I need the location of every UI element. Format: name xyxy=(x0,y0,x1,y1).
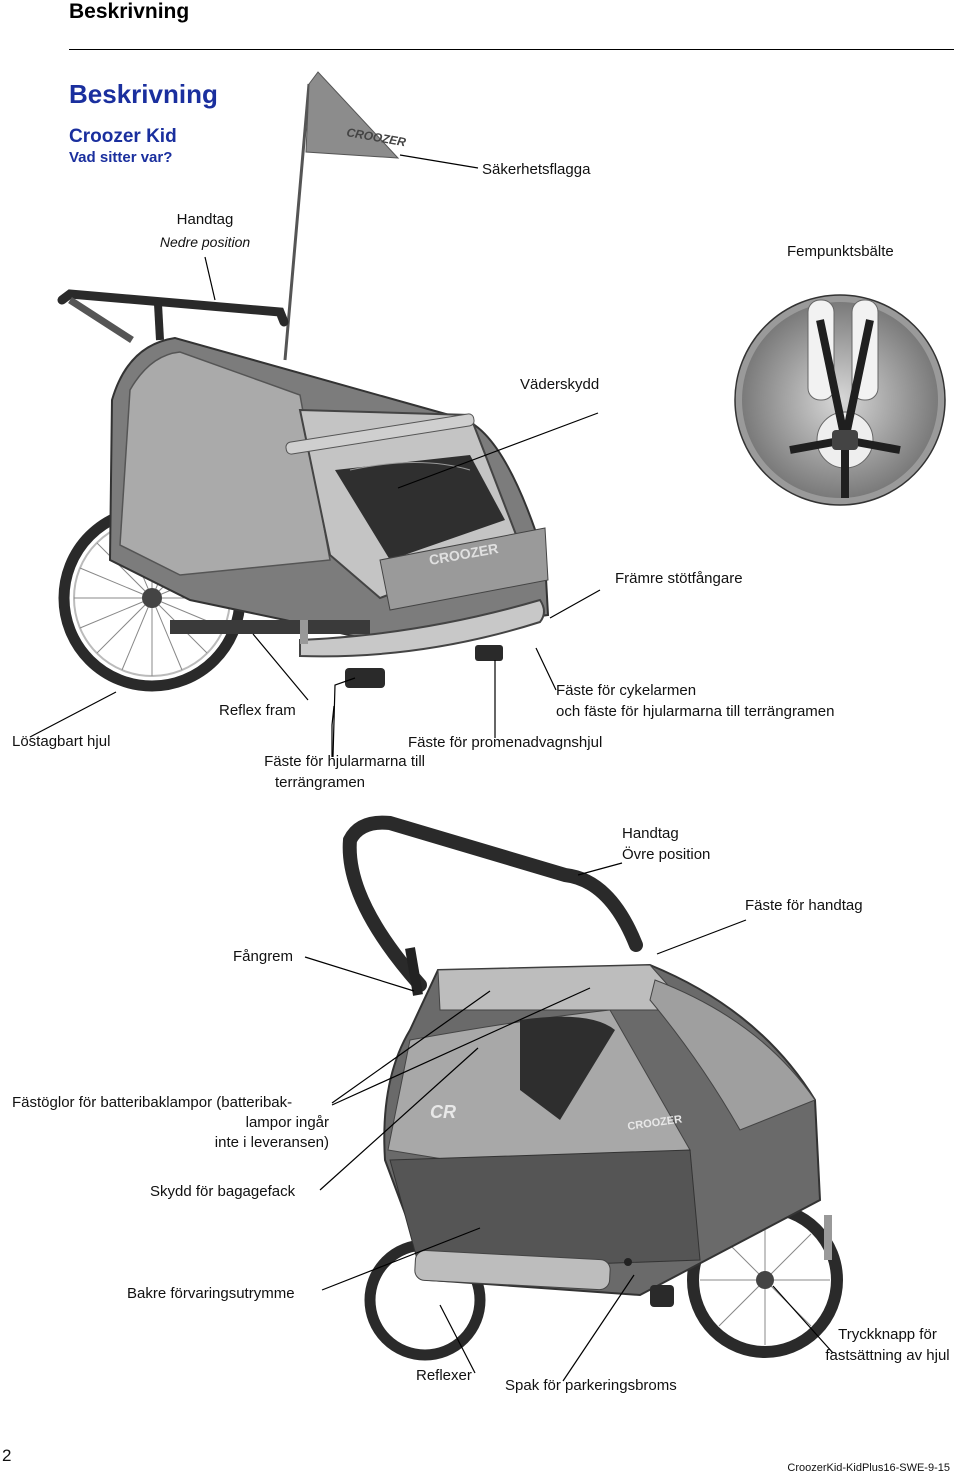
label-handle-lower-position: Nedre position xyxy=(159,234,251,250)
label-front-reflector: Reflex fram xyxy=(219,702,296,719)
leader-lines xyxy=(29,154,834,1382)
header-rule xyxy=(69,49,954,50)
label-terrain-frame-mount: Fäste för hjularmarna till xyxy=(264,753,425,770)
label-bike-arm-mount: Fäste för cykelarmen xyxy=(556,682,697,699)
rear-trailer-image: CR CROOZER xyxy=(342,815,843,1361)
label-safety-flag: Säkerhetsflagga xyxy=(482,161,591,178)
label-reflectors: Reflexer xyxy=(416,1367,472,1384)
label-detachable-wheel: Löstagbart hjul xyxy=(12,733,111,750)
label-bike-arm-mount-2: och fäste för hjularmarna till terrängra… xyxy=(556,703,835,720)
front-bumper xyxy=(299,598,545,658)
section-question: Vad sitter var? xyxy=(69,149,173,166)
label-wheel-button-2: fastsättning av hjul xyxy=(825,1347,950,1364)
label-light-eyelets: Fästöglor för batteribaklampor (batterib… xyxy=(12,1094,293,1111)
label-terrain-frame-mount-2: terrängramen xyxy=(274,774,366,791)
handle-bar xyxy=(57,289,289,327)
label-handle-lower: Handtag xyxy=(176,211,234,228)
label-luggage-cover: Skydd för bagagefack xyxy=(150,1183,296,1200)
product-subtitle: Croozer Kid xyxy=(69,126,177,147)
safety-flag-icon xyxy=(305,71,400,159)
rear-logo-short: CR xyxy=(430,1102,456,1122)
label-handle-upper: Handtag xyxy=(622,825,679,842)
label-handle-mount: Fäste för handtag xyxy=(745,897,863,914)
label-handle-upper-position: Övre position xyxy=(622,846,711,863)
label-wheel-button: Tryckknapp för xyxy=(838,1326,937,1343)
label-safety-strap: Fångrem xyxy=(233,948,294,965)
page-number: 2 xyxy=(2,1446,12,1465)
label-weather-cover: Väderskydd xyxy=(520,376,600,393)
label-rear-storage: Bakre förvaringsutrymme xyxy=(127,1285,295,1302)
label-light-eyelets-3: inte i leveransen) xyxy=(214,1134,329,1151)
front-reflector xyxy=(300,620,308,644)
label-front-bumper: Främre stötfångare xyxy=(615,570,743,587)
label-parking-brake: Spak för parkeringsbroms xyxy=(505,1377,677,1394)
rear-bumper xyxy=(414,1249,611,1291)
front-trailer-image: CROOZER CROOZER xyxy=(57,71,550,692)
label-light-eyelets-2: lampor ingår xyxy=(245,1114,329,1131)
upper-handle-bar xyxy=(342,815,643,992)
label-five-point-harness: Fempunktsbälte xyxy=(787,243,894,260)
flag-pole xyxy=(283,83,311,361)
harness-inset-image xyxy=(734,294,946,506)
parking-brake-lever xyxy=(650,1285,674,1307)
side-window xyxy=(119,351,331,576)
document-code: CroozerKid-KidPlus16-SWE-9-15 xyxy=(787,1462,950,1474)
page-title: Beskrivning xyxy=(69,79,218,109)
label-stroller-wheel-mount: Fäste för promenadvagnshjul xyxy=(408,734,603,751)
section-header: Beskrivning xyxy=(69,0,190,23)
